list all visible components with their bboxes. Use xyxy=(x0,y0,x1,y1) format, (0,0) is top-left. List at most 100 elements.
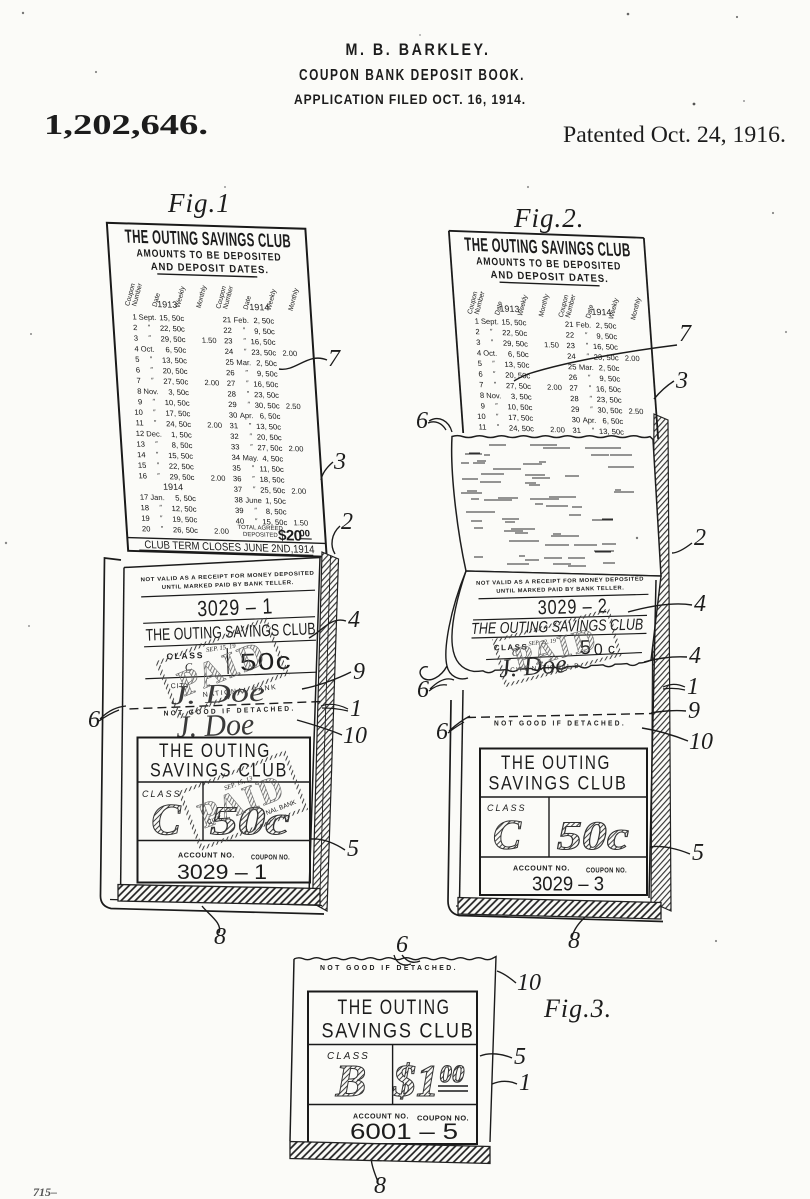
svg-text:5: 5 xyxy=(347,836,359,862)
svg-text:3: 3 xyxy=(476,338,481,347)
svg-text:13: 13 xyxy=(136,439,145,448)
svg-text:CLASS: CLASS xyxy=(142,789,182,799)
svg-text:CLASS: CLASS xyxy=(166,650,204,661)
svg-text:5, 50c: 5, 50c xyxy=(175,494,196,504)
svg-text:17: 17 xyxy=(140,492,149,501)
svg-text:1: 1 xyxy=(519,1070,531,1096)
svg-text:CITY: CITY xyxy=(170,683,190,691)
svg-text:1, 50c: 1, 50c xyxy=(171,430,192,440)
svg-text:9: 9 xyxy=(138,397,143,406)
svg-text:23, 50c: 23, 50c xyxy=(596,395,622,405)
svg-text:22, 50c: 22, 50c xyxy=(169,462,195,472)
svg-text:16, 50c: 16, 50c xyxy=(253,380,279,390)
svg-text:$20: $20 xyxy=(278,527,303,545)
svg-text:″: ″ xyxy=(160,515,163,522)
svg-text:NOT GOOD IF DETACHED.: NOT GOOD IF DETACHED. xyxy=(320,965,458,972)
svg-text:4: 4 xyxy=(477,348,483,357)
svg-text:AMOUNTS TO BE DEPOSITED: AMOUNTS TO BE DEPOSITED xyxy=(136,247,282,263)
svg-text:27: 27 xyxy=(569,383,578,392)
svg-text:2.00: 2.00 xyxy=(214,526,229,535)
svg-text:1, 50c: 1, 50c xyxy=(265,496,286,506)
svg-text:2, 50c: 2, 50c xyxy=(598,363,620,373)
svg-text:13, 50c: 13, 50c xyxy=(256,422,282,432)
svg-text:12, 50c: 12, 50c xyxy=(171,504,197,514)
svg-text:″: ″ xyxy=(589,385,592,392)
svg-text:NOT GOOD IF DETACHED.: NOT GOOD IF DETACHED. xyxy=(494,721,626,728)
svg-text:″: ″ xyxy=(150,356,153,363)
svg-text:″: ″ xyxy=(586,353,589,360)
svg-text:15, 50c: 15, 50c xyxy=(262,517,288,527)
svg-text:27, 50c: 27, 50c xyxy=(506,381,532,391)
svg-text:8: 8 xyxy=(137,387,142,396)
svg-text:12: 12 xyxy=(135,429,144,438)
svg-text:1913: 1913 xyxy=(157,299,178,310)
svg-text:SAVINGS CLUB: SAVINGS CLUB xyxy=(322,1020,475,1043)
svg-text:4: 4 xyxy=(134,344,139,353)
svg-text:2, 50c: 2, 50c xyxy=(253,316,274,326)
svg-text:1.50: 1.50 xyxy=(293,518,308,527)
svg-text:B: B xyxy=(335,1055,367,1106)
svg-text:″: ″ xyxy=(590,406,593,413)
svg-text:Date: Date xyxy=(152,292,162,308)
svg-text:5: 5 xyxy=(477,359,482,368)
svg-text:Patented Oct. 24, 1916.: Patented Oct. 24, 1916. xyxy=(563,122,786,147)
svg-text:Mar.: Mar. xyxy=(579,363,594,373)
svg-text:37: 37 xyxy=(233,485,242,494)
svg-text:UNTIL MARKED PAID BY BANK TELL: UNTIL MARKED PAID BY BANK TELLER. xyxy=(162,580,294,591)
svg-text:29: 29 xyxy=(228,400,237,409)
svg-text:APPLICATION FILED OCT. 16, 191: APPLICATION FILED OCT. 16, 1914. xyxy=(294,92,526,107)
svg-text:″: ″ xyxy=(254,508,257,515)
svg-text:″: ″ xyxy=(148,324,151,331)
svg-text:30: 30 xyxy=(571,415,580,424)
svg-text:1914: 1914 xyxy=(163,482,184,493)
svg-text:21: 21 xyxy=(565,320,574,329)
svg-text:COUPON NO.: COUPON NO. xyxy=(586,866,627,875)
svg-text:″: ″ xyxy=(253,486,256,493)
svg-text:Feb.: Feb. xyxy=(233,315,249,324)
svg-text:Monthly: Monthly xyxy=(288,287,301,312)
svg-text:ACCOUNT NO.: ACCOUNT NO. xyxy=(513,864,570,873)
svg-text:Fig.3.: Fig.3. xyxy=(543,994,612,1023)
svg-text:2.00: 2.00 xyxy=(288,444,303,453)
svg-text:23: 23 xyxy=(566,341,575,350)
svg-text:20: 20 xyxy=(142,524,151,533)
svg-text:15, 50c: 15, 50c xyxy=(168,451,194,461)
svg-text:Monthly: Monthly xyxy=(196,284,209,309)
svg-text:Oct.: Oct. xyxy=(140,344,155,353)
svg-text:Feb.: Feb. xyxy=(576,320,592,330)
svg-text:4: 4 xyxy=(348,607,360,633)
svg-text:2.00: 2.00 xyxy=(547,383,562,393)
svg-text:″: ″ xyxy=(249,433,252,440)
svg-text:6: 6 xyxy=(436,719,448,745)
svg-text:0: 0 xyxy=(594,642,603,659)
svg-text:THE OUTING SAVINGS CLUB: THE OUTING SAVINGS CLUB xyxy=(471,616,644,638)
svg-text:15: 15 xyxy=(138,461,147,470)
svg-text:32: 32 xyxy=(230,432,239,441)
svg-text:6: 6 xyxy=(417,677,429,703)
svg-text:27: 27 xyxy=(227,379,236,388)
svg-text:″: ″ xyxy=(585,332,588,339)
svg-text:2.00: 2.00 xyxy=(291,486,306,495)
svg-text:7: 7 xyxy=(479,380,484,389)
svg-text:9, 50c: 9, 50c xyxy=(599,374,621,384)
svg-text:2.50: 2.50 xyxy=(286,402,301,411)
svg-text:3, 50c: 3, 50c xyxy=(168,388,189,398)
svg-text:38: 38 xyxy=(234,495,243,504)
svg-text:30: 30 xyxy=(229,411,238,420)
svg-text:23, 50c: 23, 50c xyxy=(254,390,280,400)
svg-text:SEP. 15, 19: SEP. 15, 19 xyxy=(206,643,237,654)
svg-text:9, 50c: 9, 50c xyxy=(254,327,275,337)
svg-text:″: ″ xyxy=(490,329,493,336)
svg-text:1: 1 xyxy=(132,312,137,321)
svg-text:34: 34 xyxy=(231,453,240,462)
svg-text:8: 8 xyxy=(480,391,485,400)
svg-text:Apr.: Apr. xyxy=(582,416,596,425)
svg-text:2.00: 2.00 xyxy=(550,425,565,435)
svg-text:Nov.: Nov. xyxy=(486,391,502,401)
svg-text:23, 50c: 23, 50c xyxy=(593,353,619,363)
svg-text:2.00: 2.00 xyxy=(625,354,640,364)
svg-text:23: 23 xyxy=(224,336,233,345)
svg-text:9, 50c: 9, 50c xyxy=(596,331,618,341)
svg-text:27, 50c: 27, 50c xyxy=(163,377,189,387)
svg-text:THE OUTING: THE OUTING xyxy=(338,996,451,1019)
